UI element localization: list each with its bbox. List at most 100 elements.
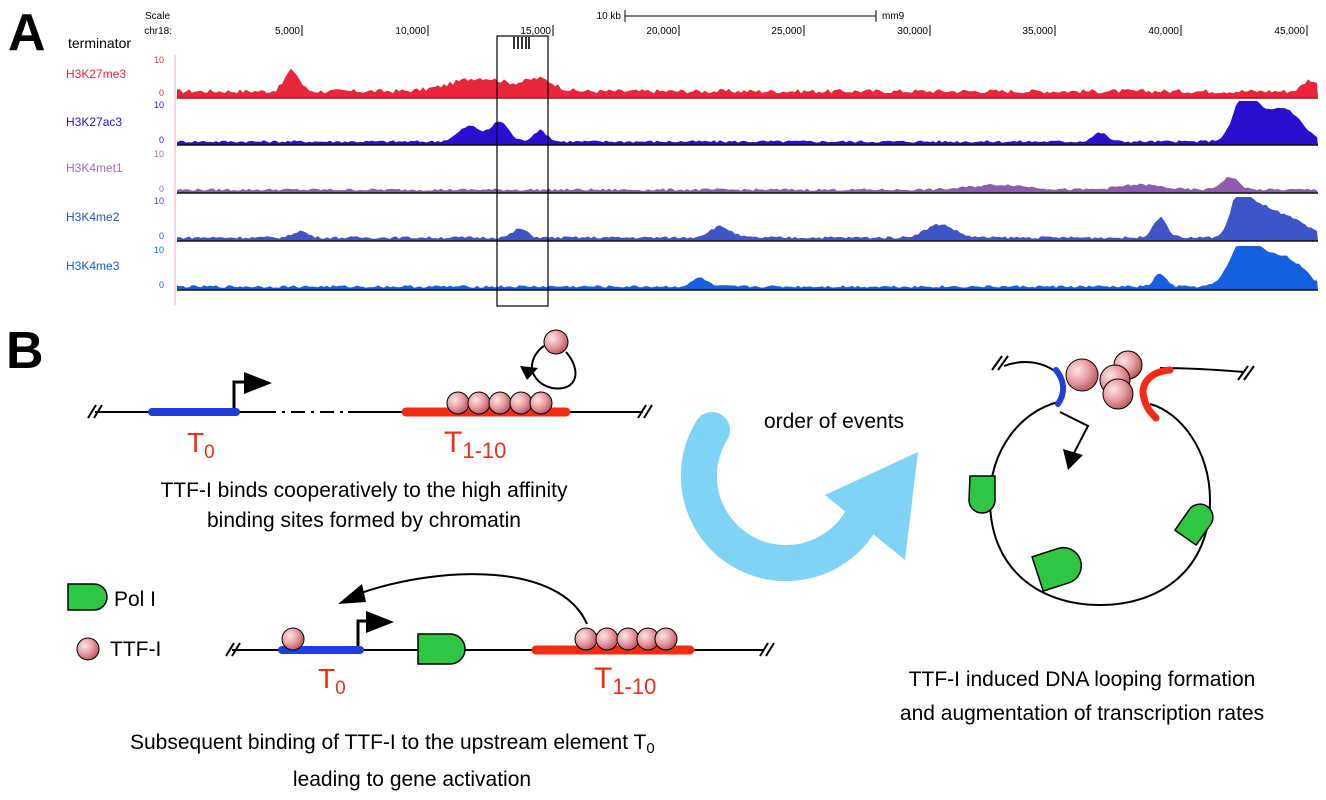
pol-i bbox=[417, 633, 466, 665]
promoter-arrow bbox=[232, 380, 246, 408]
track-label-h3k27me3: H3K27me3 bbox=[66, 67, 126, 81]
pol-i bbox=[968, 475, 996, 514]
coord-tick-label: 20,000 bbox=[646, 26, 677, 37]
track-ymin: 0 bbox=[159, 88, 164, 98]
t0-element bbox=[1053, 367, 1066, 407]
ttf-legend-icon bbox=[76, 637, 100, 661]
ttf-ball bbox=[1065, 358, 1099, 392]
legend: Pol I TTF-I bbox=[67, 583, 161, 661]
right-caption-line2: and augmentation of transcription rates bbox=[900, 702, 1264, 725]
break-mark-left bbox=[225, 642, 241, 657]
top-t110-label: T1-10 bbox=[444, 426, 506, 463]
ttf-ball bbox=[574, 627, 598, 651]
pol-i bbox=[1031, 546, 1083, 593]
top-caption-line2: binding sites formed by chromatin bbox=[207, 509, 521, 532]
terminator-label: terminator bbox=[68, 35, 131, 51]
track-ymin: 0 bbox=[159, 280, 164, 290]
break-mark-right bbox=[1237, 365, 1255, 381]
track-ymin: 0 bbox=[159, 184, 164, 194]
signal-track-h3k4met1 bbox=[177, 177, 1318, 193]
signal-track-h3k4me3 bbox=[177, 246, 1318, 290]
ttf-ball bbox=[1102, 378, 1134, 410]
track-ymax: 10 bbox=[154, 196, 164, 206]
bottom-dna-schematic: T0 T1-10 bbox=[225, 573, 775, 699]
track-ymax: 10 bbox=[154, 149, 164, 159]
coord-tick-label: 35,000 bbox=[1022, 26, 1053, 37]
terminator-highlight-box bbox=[496, 35, 549, 307]
bottom-t110-label: T1-10 bbox=[594, 662, 656, 699]
coord-tick-label: 40,000 bbox=[1148, 26, 1179, 37]
panel-b-label: B bbox=[6, 322, 44, 380]
coordinate-axis: 5,000 10,000 15,000 20,000 25,000 30,000… bbox=[275, 25, 1308, 37]
break-mark-left bbox=[87, 404, 103, 419]
dna-strand bbox=[1003, 361, 1057, 373]
ttf-ball bbox=[488, 391, 512, 415]
looped-dna-schematic bbox=[968, 350, 1255, 607]
order-of-events-label: order of events bbox=[764, 410, 904, 433]
ttf-ball bbox=[616, 627, 640, 651]
top-dna-schematic: T0 T1-10 bbox=[87, 329, 653, 463]
coord-tick-label: 45,000 bbox=[1274, 26, 1305, 37]
coord-tick-label: 5,000 bbox=[275, 26, 300, 37]
signal-track-h3k27ac3 bbox=[177, 101, 1318, 145]
track-label-h3k4me2: H3K4me2 bbox=[66, 210, 120, 224]
right-caption-line1: TTF-I induced DNA looping formation bbox=[909, 668, 1256, 691]
break-mark-left bbox=[991, 355, 1009, 371]
promoter-arrowhead bbox=[366, 611, 394, 633]
coord-tick-label: 30,000 bbox=[897, 26, 928, 37]
ttf-ball-incoming bbox=[543, 329, 569, 355]
bottom-caption-line2: leading to gene activation bbox=[293, 768, 531, 791]
ttf-ball bbox=[595, 627, 619, 651]
chr-label: chr18: bbox=[144, 26, 172, 37]
ttf-ball bbox=[467, 391, 491, 415]
legend-pol-label: Pol I bbox=[114, 588, 156, 611]
signal-track-h3k27me3 bbox=[177, 68, 1318, 98]
ttf-ball bbox=[446, 391, 470, 415]
panel-a-label: A bbox=[8, 4, 46, 62]
legend-ttf-label: TTF-I bbox=[110, 638, 161, 661]
dna-loop bbox=[988, 401, 1212, 607]
track-ymin: 0 bbox=[159, 231, 164, 241]
coord-tick-label: 25,000 bbox=[771, 26, 802, 37]
coord-tick-label: 10,000 bbox=[395, 26, 426, 37]
track-label-h3k27ac3: H3K27ac3 bbox=[66, 115, 122, 129]
promoter-arrowhead bbox=[1063, 449, 1083, 470]
pol-legend-icon bbox=[67, 583, 108, 611]
ttf-ball bbox=[529, 391, 553, 415]
ttf-ball bbox=[654, 627, 678, 651]
top-t0-label: T0 bbox=[187, 427, 215, 463]
ttf-ball bbox=[509, 391, 533, 415]
track-label-h3k4me3: H3K4me3 bbox=[66, 259, 120, 273]
break-mark-right bbox=[759, 642, 775, 657]
recruitment-arc bbox=[357, 573, 588, 625]
recruitment-arrowhead bbox=[338, 584, 366, 604]
promoter-arrow bbox=[1059, 411, 1090, 456]
t110-element bbox=[1139, 366, 1174, 422]
scale-bar-label: 10 kb bbox=[597, 11, 622, 22]
ttf-ball bbox=[281, 627, 305, 651]
binding-arrowhead bbox=[520, 366, 538, 380]
scale-bar: 10 kb mm9 bbox=[597, 10, 905, 22]
coord-tick-label: 15,000 bbox=[520, 26, 551, 37]
panel-b: B T0 T1-10 TTF- bbox=[6, 322, 1264, 791]
track-ymin: 0 bbox=[159, 135, 164, 145]
promoter-arrowhead bbox=[244, 372, 272, 394]
scale-label: Scale bbox=[145, 11, 170, 22]
break-mark-right bbox=[637, 404, 653, 419]
pol-i bbox=[1173, 503, 1214, 547]
signal-track-h3k4me2 bbox=[177, 197, 1318, 241]
track-ymax: 10 bbox=[154, 245, 164, 255]
track-label-h3k4met1: H3K4met1 bbox=[66, 161, 123, 175]
track-ymax: 10 bbox=[154, 55, 164, 65]
panel-a: A Scale chr18: 10 kb mm9 5,000 10,000 15… bbox=[8, 4, 1318, 307]
promoter-arrow bbox=[356, 619, 368, 646]
bottom-caption-line1: Subsequent binding of TTF-I to the upstr… bbox=[130, 731, 655, 757]
assembly-label: mm9 bbox=[882, 11, 905, 22]
track-ymax: 10 bbox=[154, 100, 164, 110]
terminator-marks bbox=[513, 37, 530, 49]
order-of-events-arrow bbox=[680, 412, 918, 582]
track-labels: H3K27me3 10 0 H3K27ac3 10 0 H3K4met1 10 … bbox=[66, 55, 164, 290]
bottom-t0-label: T0 bbox=[318, 663, 346, 699]
binding-curve-arrow bbox=[531, 345, 577, 390]
top-caption-line1: TTF-I binds cooperatively to the high af… bbox=[161, 479, 568, 502]
